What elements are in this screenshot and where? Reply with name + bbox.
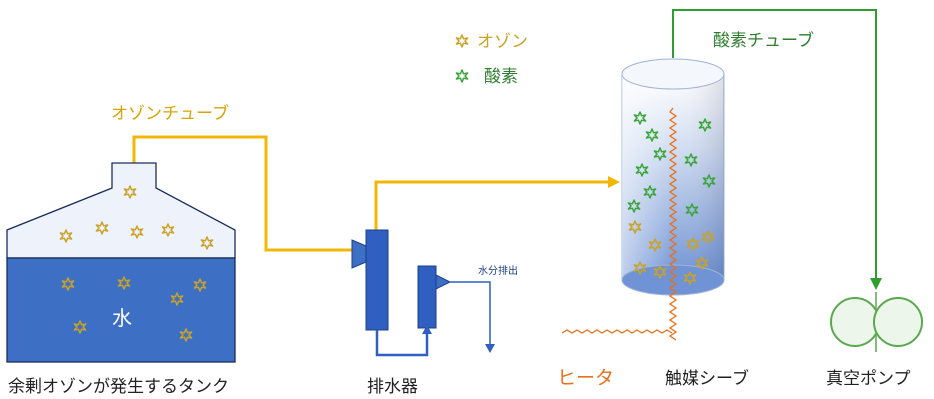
tank-water (6, 257, 236, 363)
drain-outlet-pipe (450, 281, 491, 345)
drainer-outlet-valve (435, 274, 452, 290)
ozone-tube-segment-2 (374, 180, 610, 236)
pump-rotor-left (830, 297, 880, 347)
tank-caption: 余剰オゾンが発生するタンク (8, 377, 229, 397)
heater-lead (561, 329, 673, 334)
drainer: 水分排出 (351, 229, 518, 357)
water-label: 水 (112, 306, 132, 330)
catalyst-sieve (561, 58, 725, 341)
drain-outlet-arrowhead (485, 344, 495, 353)
oxygen-legend-label: 酸素 (484, 67, 518, 87)
catalyst-caption: 触媒シーブ (665, 368, 749, 389)
oxygen-legend-icon (455, 69, 469, 83)
drainer-connector-arrowhead (422, 325, 432, 334)
drainer-inlet-valve (351, 239, 367, 269)
ozone-legend-icon (455, 34, 469, 48)
oxygen-tube-label: 酸素チューブ (713, 30, 814, 51)
drainer-caption: 排水器 (367, 377, 418, 397)
sieve-bottom (621, 264, 725, 296)
pump-caption: 真空ポンプ (826, 369, 911, 389)
vacuum-pump (830, 292, 923, 352)
drainer-column-1 (365, 229, 389, 331)
ozone-tube (132, 135, 610, 252)
pump-rotor-right (873, 297, 923, 347)
ozone-tank: 水 (6, 162, 236, 363)
legend: オゾン 酸素 (455, 32, 528, 87)
drainer-connector-pipe (375, 330, 429, 357)
ozone-tube-segment-1 (132, 135, 352, 252)
heater-label: ヒータ (557, 367, 614, 389)
oxygen-tube (672, 9, 877, 280)
ozone-tube-arrowhead-2 (608, 176, 620, 188)
ozone-tube-label: オゾンチューブ (111, 103, 229, 124)
sieve-top (621, 58, 725, 90)
tank-gas-chamber (6, 162, 236, 259)
drain-label: 水分排出 (478, 264, 518, 277)
oxygen-tube-arrowhead (870, 278, 882, 290)
heater-coil (668, 107, 678, 341)
ozone-legend-label: オゾン (477, 32, 528, 52)
drainer-column-2 (417, 265, 437, 329)
